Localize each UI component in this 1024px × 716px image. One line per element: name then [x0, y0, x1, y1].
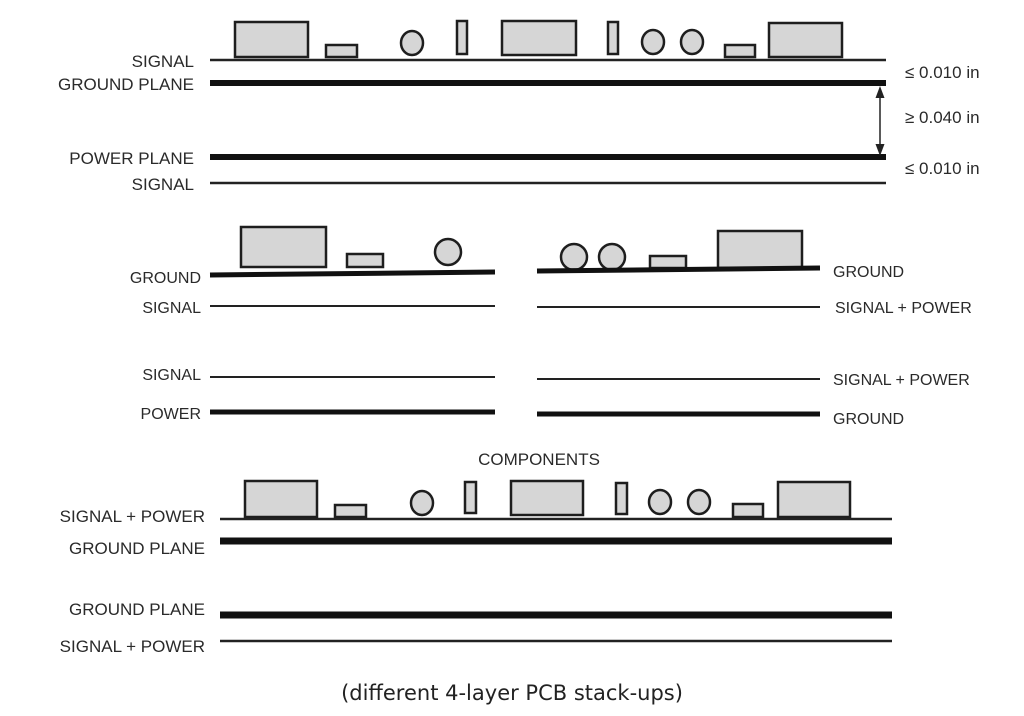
- components-row-a: [233, 19, 844, 59]
- stackup-b-right: GROUND SIGNAL + POWER SIGNAL + POWER GRO…: [536, 229, 972, 428]
- component-round: [640, 28, 666, 56]
- component-chip: [723, 43, 757, 59]
- component-round: [409, 489, 435, 517]
- label-signal-bottom: SIGNAL: [132, 175, 194, 194]
- label-signal-power: SIGNAL + POWER: [60, 637, 205, 656]
- component-ic-package: [767, 21, 844, 59]
- label-signal-top: SIGNAL: [132, 52, 194, 71]
- stackup-c: COMPONENTS SIGNAL + POWER GROUND PLANE G…: [60, 450, 892, 656]
- components-row-b-left: [239, 225, 463, 269]
- component-chip: [731, 502, 765, 519]
- component-axial: [455, 19, 469, 56]
- caption: (different 4-layer PCB stack-ups): [341, 681, 683, 705]
- label-signal-power: SIGNAL + POWER: [60, 507, 205, 526]
- component-chip: [345, 252, 385, 269]
- label-ground: GROUND: [833, 264, 904, 281]
- component-ic-package: [239, 225, 328, 269]
- label-signal: SIGNAL: [142, 367, 201, 384]
- label-signal-power: SIGNAL + POWER: [835, 300, 972, 317]
- label-signal-power: SIGNAL + POWER: [833, 372, 970, 389]
- components-row-b-right: [559, 229, 804, 272]
- component-ic-package: [509, 479, 585, 517]
- component-round: [559, 242, 589, 272]
- component-round: [686, 488, 712, 516]
- components-heading: COMPONENTS: [478, 450, 600, 469]
- label-ground-plane: GROUND PLANE: [58, 75, 194, 94]
- component-round: [679, 28, 705, 56]
- dimension-bottom: ≤ 0.010 in: [905, 159, 980, 178]
- label-power: POWER: [141, 406, 201, 423]
- component-ic-package: [716, 229, 804, 270]
- component-chip: [648, 254, 688, 270]
- component-chip: [333, 503, 368, 519]
- stackup-a: SIGNAL GROUND PLANE POWER PLANE SIGNAL ≤…: [58, 19, 980, 194]
- component-axial: [614, 481, 629, 516]
- component-round: [647, 488, 673, 516]
- components-row-c: [243, 479, 852, 519]
- label-ground: GROUND: [833, 411, 904, 428]
- label-ground-plane: GROUND PLANE: [69, 600, 205, 619]
- component-ic-package: [243, 479, 319, 519]
- component-axial: [463, 480, 478, 515]
- label-signal: SIGNAL: [142, 300, 201, 317]
- component-ic-package: [233, 20, 310, 59]
- component-ic-package: [776, 480, 852, 519]
- component-axial: [606, 20, 620, 56]
- component-chip: [324, 43, 359, 59]
- component-round: [433, 237, 463, 267]
- layer-line-ground: [536, 265, 821, 274]
- label-ground-plane: GROUND PLANE: [69, 539, 205, 558]
- layer-line-ground: [209, 269, 496, 278]
- label-power-plane: POWER PLANE: [69, 149, 194, 168]
- dimension-top: ≤ 0.010 in: [905, 63, 980, 82]
- component-round: [399, 29, 425, 57]
- dimension-core: ≥ 0.040 in: [905, 108, 980, 127]
- label-ground: GROUND: [130, 270, 201, 287]
- component-round: [597, 242, 627, 272]
- component-ic-package: [500, 19, 578, 57]
- stackup-b-left: GROUND SIGNAL SIGNAL POWER: [130, 225, 496, 423]
